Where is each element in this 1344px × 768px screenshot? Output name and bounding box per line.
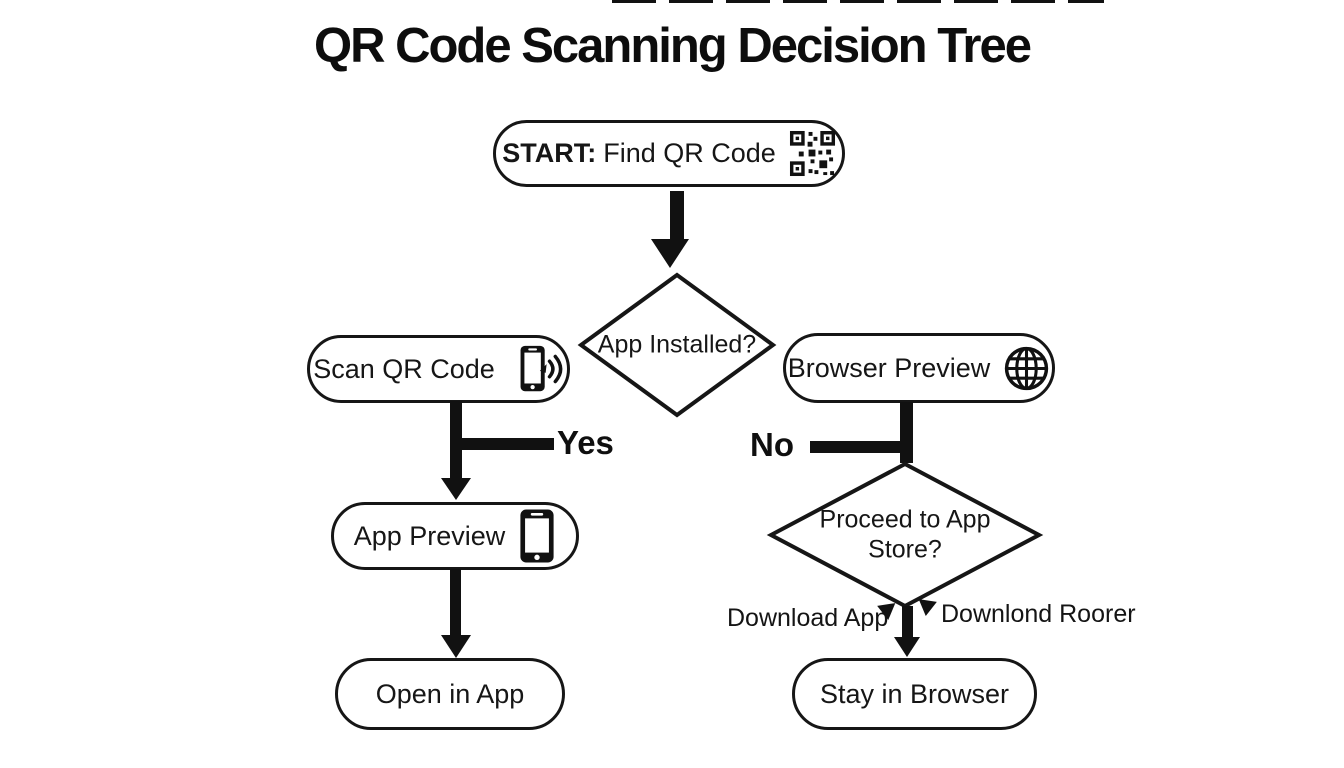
edge-start-to-installed — [670, 191, 684, 241]
edge-label-no: No — [750, 426, 794, 463]
edge-browser-to-store — [900, 402, 913, 463]
open-in-app-label: Open in App — [375, 678, 525, 709]
edge-apppreview-to-open — [450, 569, 461, 637]
decision-label: App Installed? — [597, 330, 757, 359]
arrowhead-down-icon — [894, 637, 920, 657]
node-scan-qr-code: Scan QR Code — [307, 335, 570, 403]
arrowhead-down-icon — [441, 635, 471, 658]
edge-label-yes: Yes — [557, 424, 614, 461]
edge-label-download-roorer: Downlond Roorer — [941, 600, 1136, 628]
edge-yes-connector — [456, 438, 554, 450]
node-browser-preview: Browser Preview — [783, 333, 1055, 403]
start-prefix: START: — [502, 138, 597, 168]
start-text: Find QR Code — [603, 138, 776, 168]
phone-scan-icon — [520, 345, 563, 392]
stay-in-browser-label: Stay in Browser — [819, 678, 1010, 709]
qr-code-icon — [789, 130, 835, 177]
decision-proceed-store: Proceed to App Store? — [766, 460, 1044, 610]
top-edge-artifact-line — [612, 0, 1104, 3]
diamond-shape — [577, 272, 777, 418]
node-app-preview: App Preview — [331, 502, 579, 570]
start-label: START:Find QR Code — [502, 138, 776, 169]
arrowhead-down-icon — [441, 478, 471, 500]
arrowhead-down-icon — [651, 239, 689, 268]
edge-no-connector — [810, 441, 905, 453]
edge-label-download-app: Download App — [727, 604, 889, 632]
globe-icon — [1005, 346, 1049, 390]
node-stay-in-browser: Stay in Browser — [792, 658, 1037, 730]
decision-app-installed: App Installed? — [576, 271, 778, 419]
node-open-in-app: Open in App — [335, 658, 565, 730]
scan-label: Scan QR Code — [313, 353, 495, 384]
page-title: QR Code Scanning Decision Tree — [313, 19, 1032, 73]
app-preview-label: App Preview — [353, 520, 506, 551]
node-start: START:Find QR Code — [493, 120, 845, 187]
browser-label: Browser Preview — [787, 352, 991, 383]
smartphone-icon — [520, 509, 554, 563]
edge-store-to-stay — [902, 606, 913, 639]
decision-label: Proceed to App Store? — [819, 505, 991, 564]
